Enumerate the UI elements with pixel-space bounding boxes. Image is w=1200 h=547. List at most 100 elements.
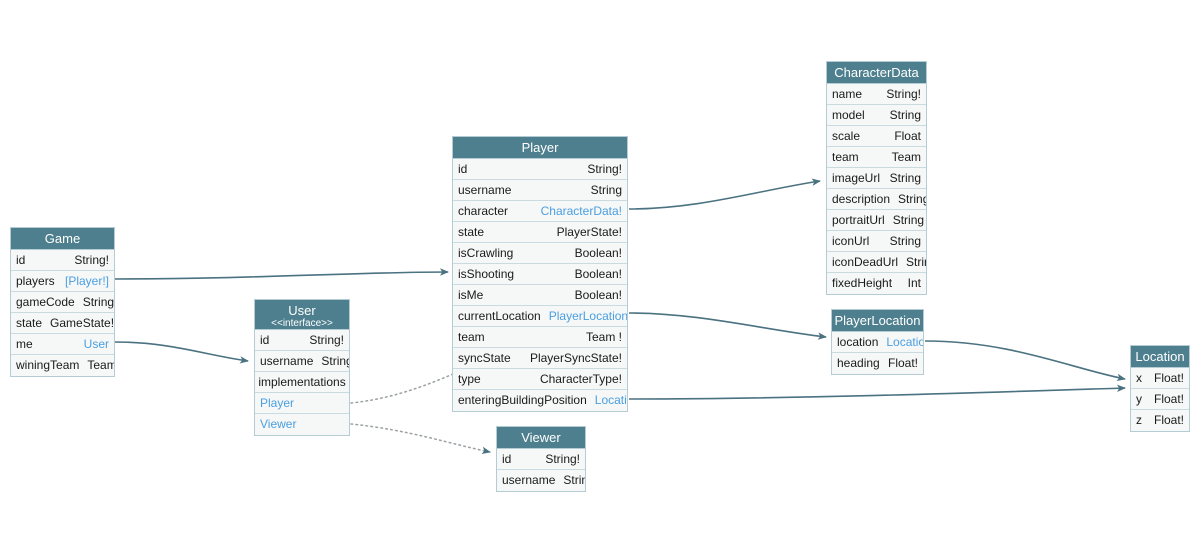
field-type: User [83, 336, 109, 351]
field-row[interactable]: imageUrl String [827, 168, 926, 189]
entity-title: Location [1131, 346, 1189, 368]
field-name: enteringBuildingPosition [458, 393, 587, 407]
field-name: winingTeam [16, 358, 80, 372]
field-type: String! [309, 332, 344, 347]
field-type: Location! [886, 334, 923, 349]
field-type: Int [907, 276, 921, 290]
edge-player-currentlocation-to-playerlocation [628, 312, 827, 340]
edge-player-enteringbuildingposition-to-location [628, 384, 1126, 400]
field-row[interactable]: Player [255, 393, 349, 414]
field-name: name [832, 86, 863, 101]
field-row[interactable]: team Team [827, 147, 926, 168]
entity-user[interactable]: User<<interface>>idString!usernameString… [254, 299, 350, 436]
field-type: Float! [1153, 370, 1184, 385]
field-name: id [502, 451, 512, 466]
entity-title: Game [11, 228, 114, 250]
field-name: currentLocation [458, 308, 541, 323]
field-type: Float! [887, 356, 918, 370]
field-type: String [321, 353, 349, 368]
field-name: isMe [458, 287, 484, 302]
edge-game-players-to-player [114, 268, 449, 280]
field-row[interactable]: fixedHeight Int [827, 273, 926, 294]
entity-playerlocation[interactable]: PlayerLocationlocationLocation!headingFl… [831, 309, 924, 375]
edge-playerlocation-location-to-location [924, 340, 1126, 382]
field-type: Team [87, 358, 114, 372]
field-type: [Player!] [64, 273, 109, 288]
field-row[interactable]: players[Player!] [11, 271, 114, 292]
field-type: PlayerSyncState! [529, 350, 622, 365]
field-row[interactable]: winingTeam Team [11, 355, 114, 376]
field-type: Float [894, 128, 921, 143]
field-row[interactable]: implementations [255, 372, 349, 393]
field-name: Player [260, 395, 295, 410]
field-name: me [16, 336, 33, 351]
field-type: Team [891, 149, 921, 164]
field-name: type [458, 371, 481, 386]
field-type: String [563, 473, 585, 487]
field-name: iconDeadUrl [832, 254, 899, 269]
field-type: String [590, 182, 622, 197]
field-name: id [16, 252, 26, 267]
field-row[interactable]: iconDeadUrl String [827, 252, 926, 273]
field-row[interactable]: me User [11, 334, 114, 355]
entity-title: User [288, 303, 316, 318]
field-row[interactable]: location Location! [832, 332, 923, 353]
field-type: String [889, 107, 921, 122]
field-type: Boolean! [574, 245, 622, 260]
field-row[interactable]: descriptionString [827, 189, 926, 210]
field-name: username [458, 182, 512, 197]
field-type: GameState! [50, 315, 114, 330]
field-type: Location [594, 393, 627, 407]
field-row[interactable]: enteringBuildingPosition Location [453, 390, 627, 411]
field-row[interactable]: Viewer [255, 414, 349, 435]
field-type: String! [587, 161, 622, 176]
field-type: CharacterData! [540, 203, 622, 218]
field-name: location [837, 334, 879, 349]
edge-player-character-to-characterdata [628, 178, 821, 210]
edge-user-viewer-implementation [350, 423, 491, 455]
field-type: String [906, 254, 926, 269]
field-name: team [832, 149, 859, 164]
field-name: imageUrl [832, 170, 881, 185]
field-row[interactable]: username String [453, 180, 627, 201]
field-name: team [458, 329, 485, 344]
entity-header-user: User<<interface>> [255, 300, 349, 330]
field-name: fixedHeight [832, 276, 893, 290]
field-name: implementations [258, 374, 346, 389]
field-name: z [1136, 413, 1142, 427]
field-type: String! [82, 294, 114, 309]
field-type: String [889, 170, 921, 185]
